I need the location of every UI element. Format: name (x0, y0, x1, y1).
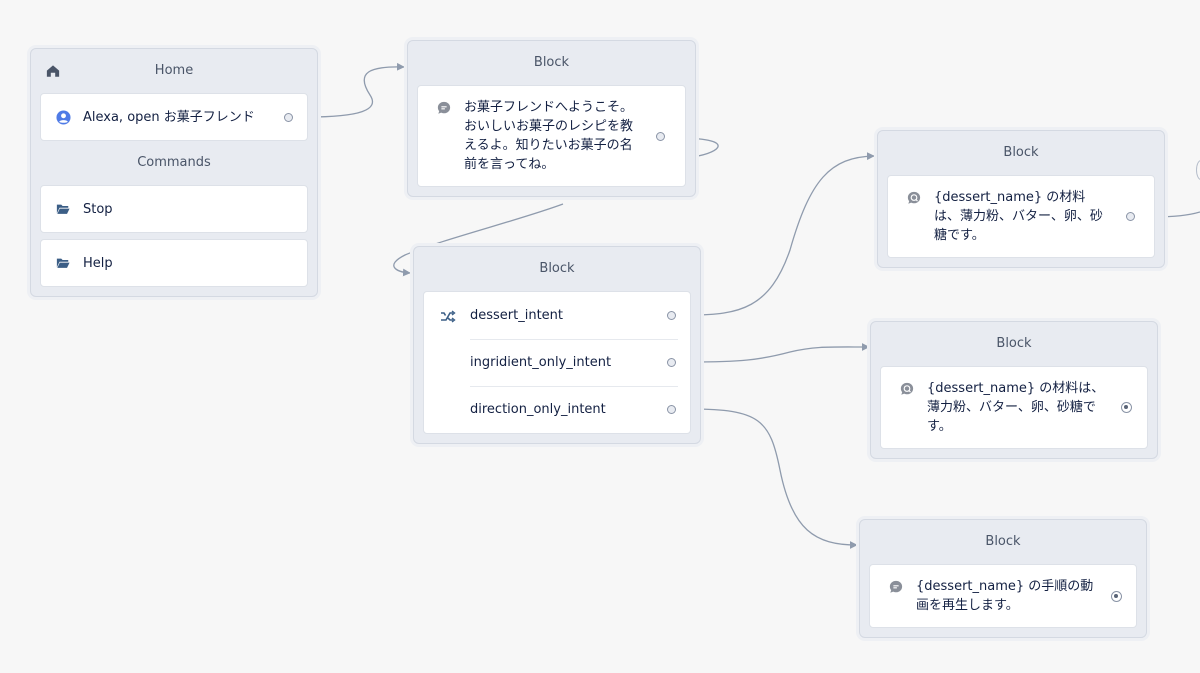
choice-ingridient-label: ingridient_only_intent (470, 355, 612, 370)
welcome-block[interactable]: Block お菓子フレンドへようこそ。おいしいお菓子のレシピを教えるよ。知りたい… (407, 40, 696, 197)
command-stop-label: Stop (83, 201, 113, 217)
user-circle-icon (55, 109, 71, 125)
home-icon (46, 65, 60, 77)
launch-step[interactable]: Alexa, open お菓子フレンド (40, 93, 308, 141)
launch-label: Alexa, open お菓子フレンド (83, 109, 255, 125)
intent-choices: dessert_intent ingridient_only_intent di… (423, 291, 691, 434)
ingredients-1-port[interactable] (1126, 212, 1135, 221)
speech-bubble-icon (436, 100, 452, 116)
welcome-speak-text: お菓子フレンドへようこそ。おいしいお菓子のレシピを教えるよ。知りたいお菓子の名前… (464, 100, 634, 172)
intent-block-title: Block (539, 261, 575, 276)
video-speak-step[interactable]: {dessert_name} の手順の動画を再生します。 (869, 564, 1137, 628)
intent-block[interactable]: Block dessert_intent ingridient_only_int… (413, 246, 701, 444)
home-block-header: Home (40, 49, 308, 93)
command-help-label: Help (83, 255, 113, 271)
commands-label: Commands (137, 155, 211, 170)
folder-icon (55, 201, 71, 217)
speech-bubble-icon (899, 381, 915, 397)
command-help[interactable]: Help (40, 239, 308, 287)
speech-bubble-icon (888, 579, 904, 595)
offscreen-block-edge (1196, 160, 1200, 180)
ingredients-block-1-title: Block (1003, 145, 1039, 160)
home-block-title: Home (154, 63, 194, 78)
speech-bubble-icon (906, 190, 922, 206)
welcome-speak-step[interactable]: お菓子フレンドへようこそ。おいしいお菓子のレシピを教えるよ。知りたいお菓子の名前… (417, 85, 686, 187)
video-speak-text: {dessert_name} の手順の動画を再生します。 (916, 579, 1094, 613)
launch-port[interactable] (284, 112, 293, 122)
ingredients-2-speak-text: {dessert_name} の材料は、薄力粉、バター、卵、砂糖です。 (927, 381, 1105, 434)
choice-direction-intent[interactable]: direction_only_intent (424, 386, 690, 433)
link-direction-intent[interactable] (689, 408, 858, 549)
ingredients-1-speak-text: {dessert_name} の材料は、薄力粉、バター、卵、砂糖です。 (934, 190, 1103, 243)
video-port[interactable] (1111, 590, 1122, 602)
link-dessert-intent[interactable] (689, 152, 875, 316)
shuffle-icon (441, 310, 456, 323)
welcome-block-title: Block (533, 55, 570, 70)
command-stop[interactable]: Stop (40, 185, 308, 233)
ingredients-block-1[interactable]: Block {dessert_name} の材料は、薄力粉、バター、卵、砂糖です… (877, 130, 1165, 268)
choice-dessert-intent[interactable]: dessert_intent (424, 292, 690, 339)
welcome-port[interactable] (656, 131, 665, 141)
video-block-title: Block (985, 534, 1021, 549)
home-block[interactable]: Home Alexa, open お菓子フレンド Commands (30, 48, 318, 297)
choice-ingridient-intent[interactable]: ingridient_only_intent (424, 339, 690, 386)
folder-icon (55, 255, 71, 271)
ingredients-block-2[interactable]: Block {dessert_name} の材料は、薄力粉、バター、卵、砂糖です… (870, 321, 1158, 459)
ingredients-1-speak-step[interactable]: {dessert_name} の材料は、薄力粉、バター、卵、砂糖です。 (887, 175, 1155, 258)
link-launch-to-welcome[interactable] (306, 62, 405, 118)
choice-ingridient-port[interactable] (667, 358, 676, 367)
video-block[interactable]: Block {dessert_name} の手順の動画を再生します。 (859, 519, 1147, 638)
choice-dessert-label: dessert_intent (470, 308, 564, 323)
ingredients-block-2-title: Block (996, 336, 1032, 351)
link-ingridient-intent[interactable] (689, 343, 870, 363)
ingredients-2-speak-step[interactable]: {dessert_name} の材料は、薄力粉、バター、卵、砂糖です。 (880, 366, 1148, 449)
choice-direction-label: direction_only_intent (470, 402, 606, 417)
ingredients-2-port[interactable] (1121, 402, 1132, 413)
choice-dessert-port[interactable] (667, 311, 676, 320)
choice-direction-port[interactable] (667, 405, 676, 414)
